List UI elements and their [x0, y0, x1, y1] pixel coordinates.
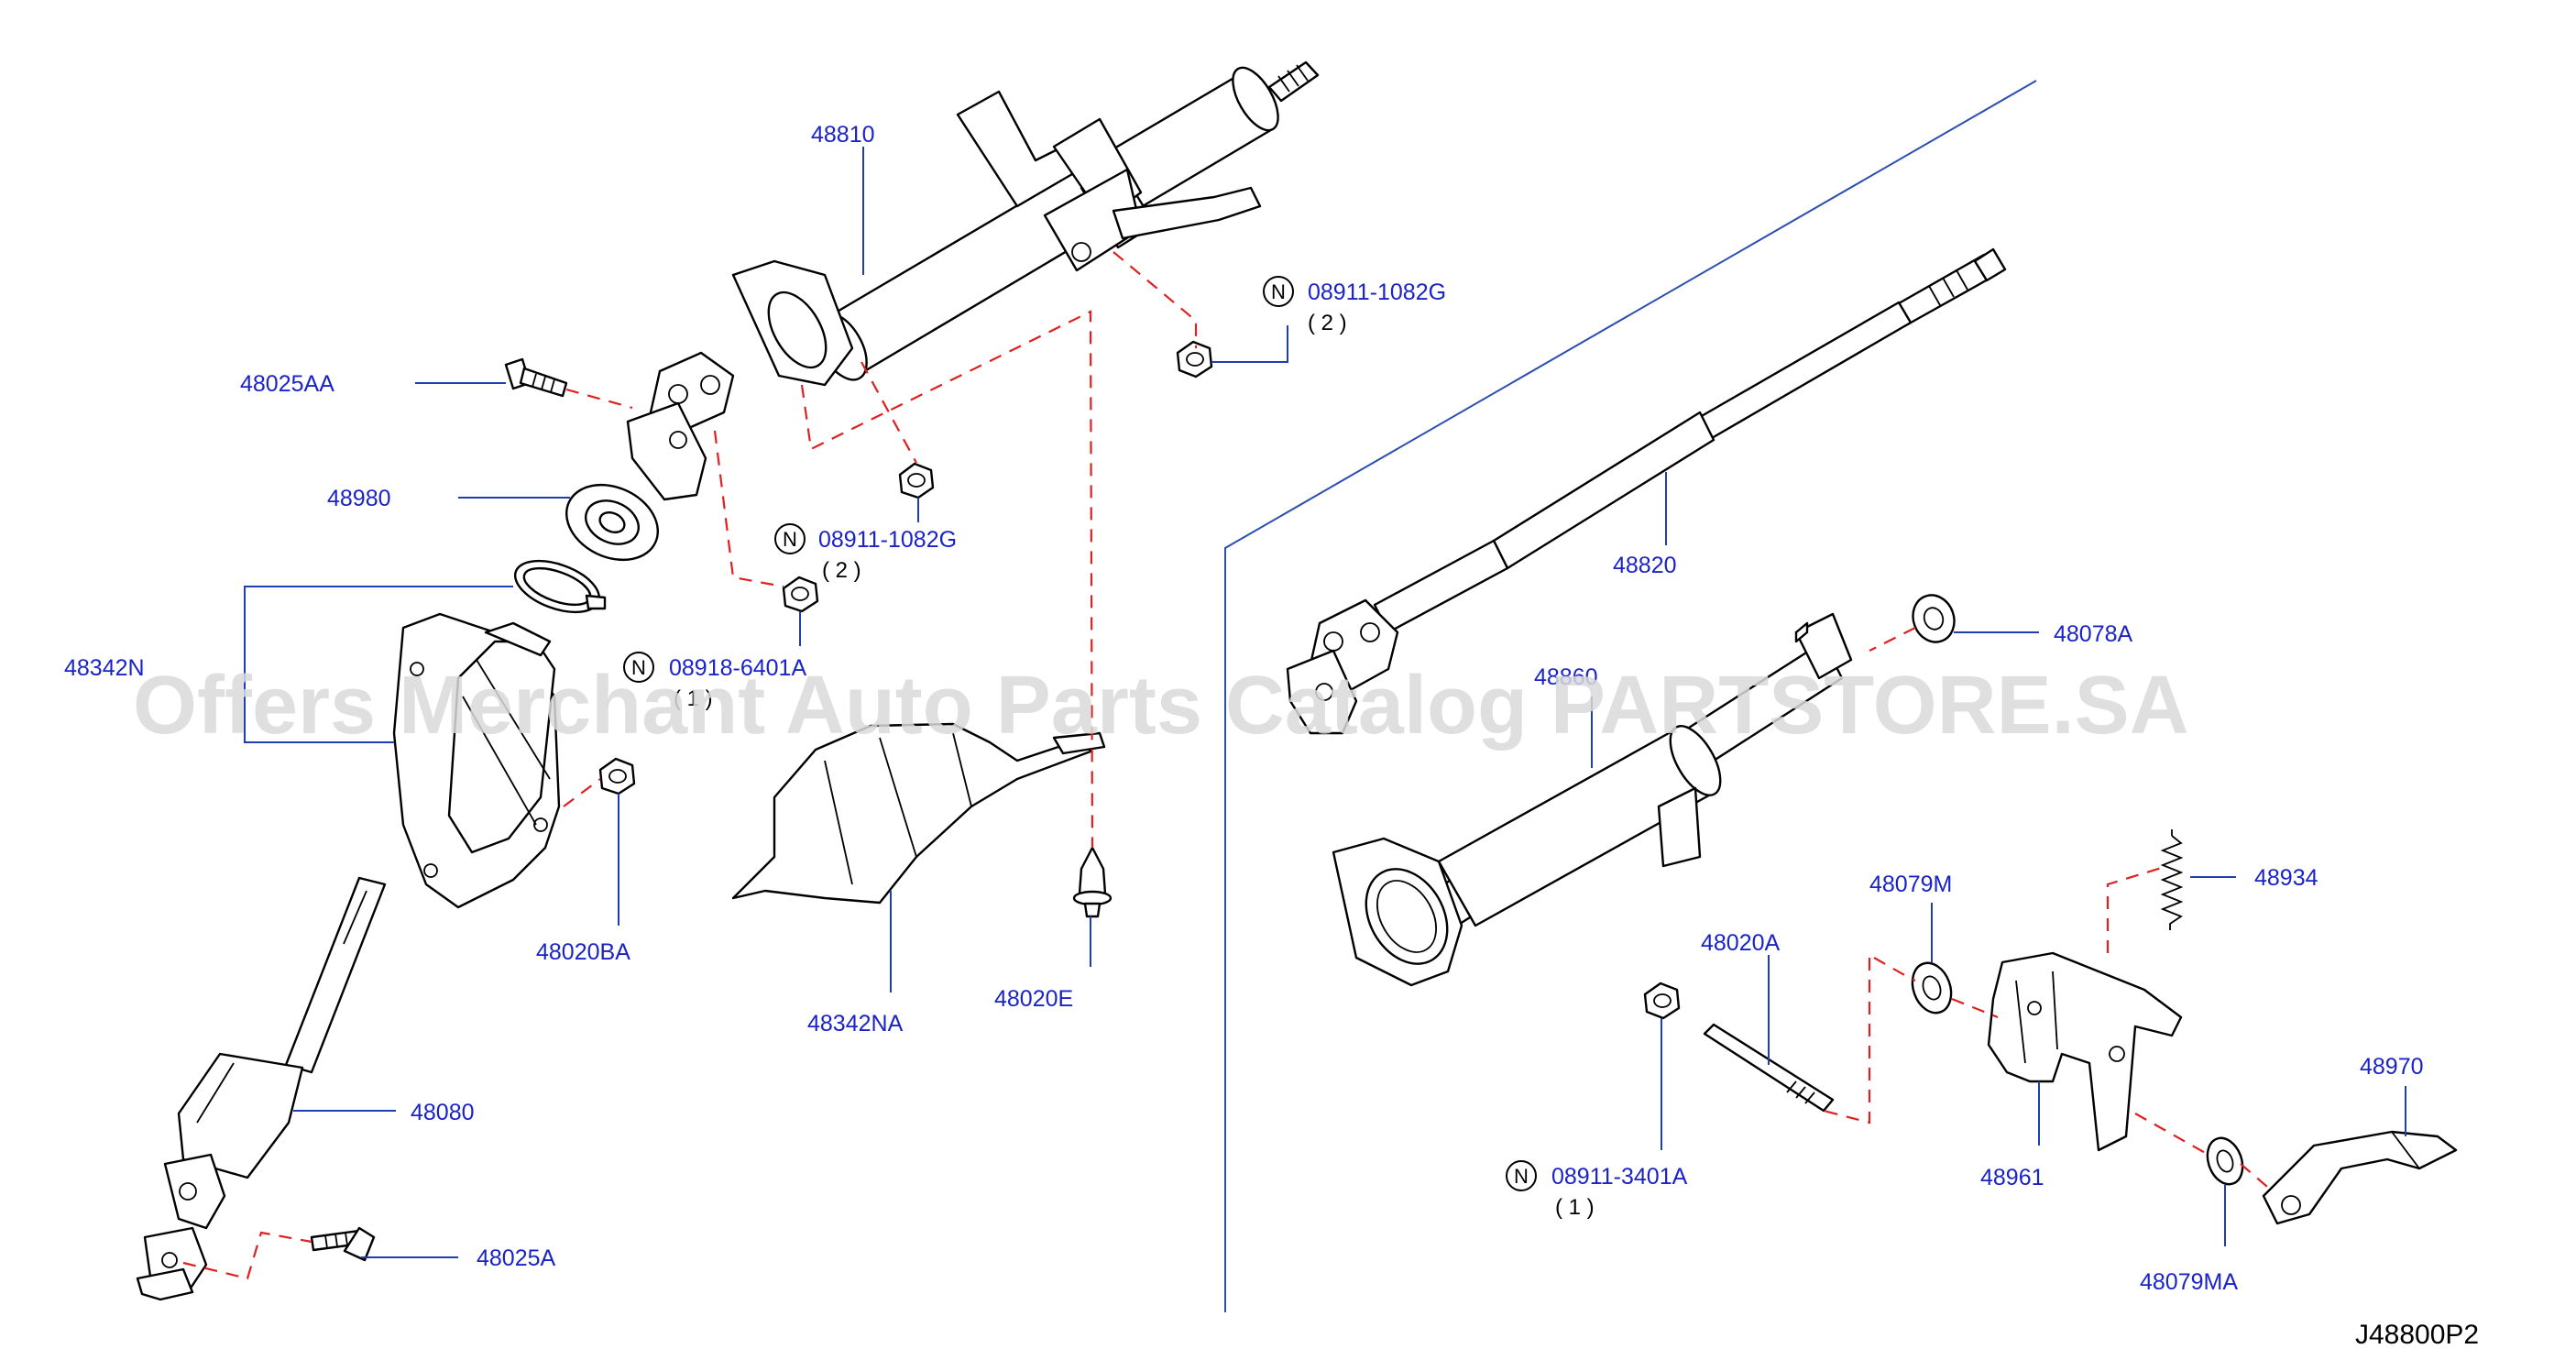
label-48934: 48934 [2254, 865, 2318, 891]
leader-48342N [244, 586, 513, 743]
part-nut-08911-1082G-b[interactable] [898, 462, 935, 499]
label-48980: 48980 [327, 486, 391, 511]
part-48860-column-jacket[interactable] [1332, 612, 1853, 987]
svg-text:( 1 ): ( 1 ) [1555, 1195, 1595, 1220]
svg-text:08918-6401A: 08918-6401A [669, 655, 806, 681]
label-48342NA: 48342NA [807, 1011, 904, 1036]
part-48025A-bolt[interactable] [310, 1226, 376, 1262]
nut-callout-08911-3401A: N 08911-3401A ( 1 ) [1506, 1160, 1688, 1220]
nut-callout-08911-1082G-b: N 08911-1082G ( 2 ) [774, 523, 957, 583]
svg-text:N: N [1514, 1165, 1529, 1188]
label-48020A: 48020A [1701, 930, 1781, 956]
label-48078A: 48078A [2054, 621, 2133, 647]
label-48860: 48860 [1534, 664, 1598, 690]
watermark-text: Offers Merchant Auto Parts Catalog PARTS… [133, 660, 2189, 751]
label-48970: 48970 [2360, 1054, 2424, 1080]
label-48025A: 48025A [477, 1245, 556, 1271]
label-48020BA: 48020BA [536, 939, 630, 965]
svg-text:( 1 ): ( 1 ) [674, 686, 713, 711]
diagram-code: J48800P2 [2355, 1320, 2479, 1350]
part-48342NA-heat-shield[interactable] [731, 722, 1106, 905]
part-48020BA-nut[interactable] [598, 757, 636, 795]
part-48980-bearing[interactable] [554, 471, 670, 575]
label-48020E: 48020E [994, 986, 1073, 1012]
svg-text:N: N [783, 528, 797, 551]
part-48810-upper-column[interactable] [626, 60, 1320, 501]
part-48078A-bearing[interactable] [1906, 589, 1960, 648]
svg-text:N: N [631, 656, 646, 679]
label-48025AA: 48025AA [240, 371, 334, 397]
part-48020E-clip[interactable] [1072, 846, 1113, 918]
label-48810: 48810 [811, 122, 875, 148]
part-48934-spring[interactable] [2160, 829, 2184, 930]
part-48342N-dash-boot[interactable] [392, 612, 561, 909]
part-48079M-bushing[interactable] [1906, 958, 1958, 1018]
part-48961-tilt-bracket[interactable] [1987, 951, 2183, 1152]
part-48079MA-bushing[interactable] [2201, 1133, 2249, 1189]
nut-callout-08918-6401A: N 08918-6401A ( 1 ) [623, 652, 806, 711]
part-48970-tilt-lever[interactable] [2262, 1130, 2458, 1225]
part-nut-08911-3401A[interactable] [1643, 982, 1681, 1020]
label-48820: 48820 [1613, 553, 1677, 578]
part-48025AA-bolt[interactable] [504, 357, 568, 398]
part-48342N-clamp-ring[interactable] [509, 551, 607, 622]
label-48080: 48080 [411, 1100, 475, 1125]
part-nut-08911-1082G-a[interactable] [1176, 340, 1213, 378]
svg-text:( 2 ): ( 2 ) [822, 558, 861, 583]
label-48079M: 48079M [1869, 872, 1952, 897]
svg-text:08911-1082G: 08911-1082G [818, 527, 957, 553]
svg-text:08911-1082G: 08911-1082G [1308, 280, 1446, 305]
label-48961: 48961 [1980, 1165, 2044, 1190]
part-48020A-stud[interactable] [1703, 1023, 1835, 1113]
nut-callout-08911-1082G-a: N 08911-1082G ( 2 ) [1263, 276, 1446, 335]
group-divider-line [1224, 80, 2037, 1312]
label-48342N: 48342N [64, 655, 145, 681]
leader-nut-08911-1082G-a [1211, 325, 1288, 363]
label-48079MA: 48079MA [2140, 1269, 2238, 1295]
svg-text:N: N [1271, 280, 1286, 303]
part-48080-lower-joint-shaft[interactable] [136, 876, 387, 1301]
svg-text:08911-3401A: 08911-3401A [1551, 1164, 1688, 1190]
part-nut-08911-1082G-c[interactable] [782, 576, 819, 613]
assembly-dashed-links [182, 251, 2274, 1280]
part-48820-column-shaft[interactable] [1286, 247, 2007, 735]
svg-text:( 2 ): ( 2 ) [1308, 311, 1347, 335]
